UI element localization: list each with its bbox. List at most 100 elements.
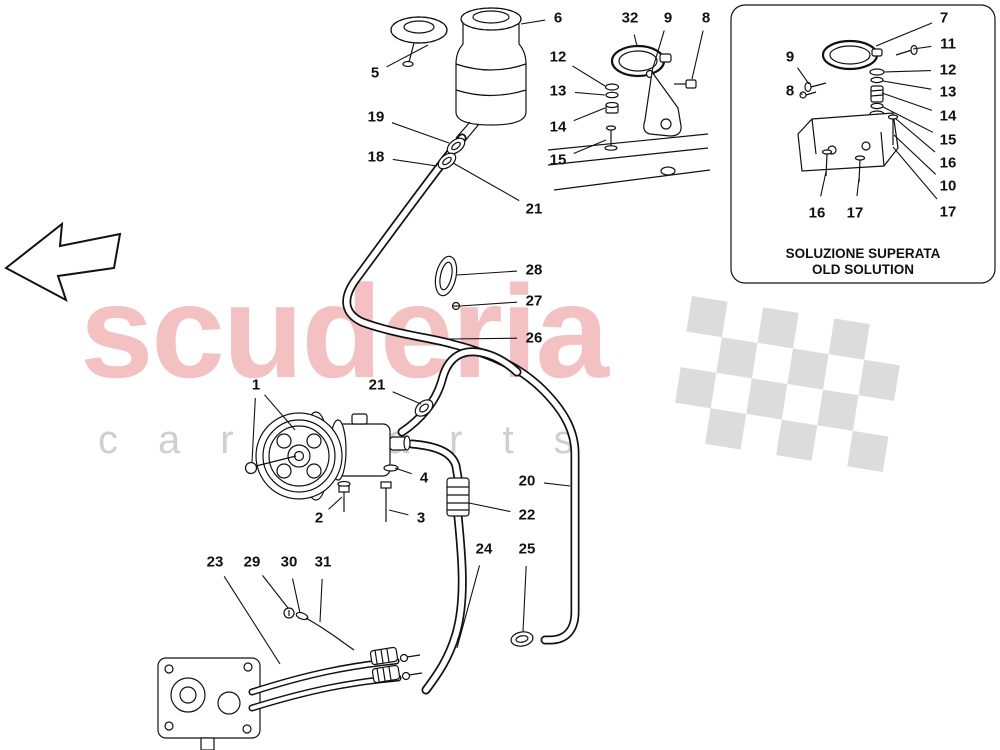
callout-14: 14	[940, 108, 957, 125]
washer-4	[383, 464, 399, 472]
leader-line	[895, 118, 936, 153]
callout-3: 3	[417, 510, 425, 527]
callout-21: 21	[369, 377, 386, 394]
steering-unit	[157, 657, 261, 750]
leader-line	[522, 565, 527, 633]
callout-5: 5	[371, 65, 379, 82]
callout-2: 2	[315, 510, 323, 527]
leader-line	[691, 30, 704, 80]
leader-line	[251, 397, 256, 463]
pulley-bolt	[244, 455, 297, 475]
leader-line	[875, 22, 933, 47]
leader-line	[262, 575, 289, 609]
old-solution-caption-line1: SOLUZIONE SUPERATA	[785, 246, 941, 261]
checkered-flag	[675, 296, 900, 473]
callout-12: 12	[550, 49, 567, 66]
leader-line	[394, 467, 412, 475]
callout-21: 21	[526, 201, 543, 218]
unit-hoses	[248, 646, 423, 712]
callout-17: 17	[847, 205, 864, 222]
callout-31: 31	[315, 554, 332, 571]
hose-clamp-21-top	[437, 152, 457, 170]
callout-16: 16	[940, 155, 957, 172]
callout-15: 15	[550, 152, 567, 169]
callout-11: 11	[940, 36, 956, 53]
callout-23: 23	[207, 554, 224, 571]
pressure-hose	[407, 439, 467, 695]
callout-4: 4	[420, 470, 429, 487]
callout-18: 18	[368, 149, 385, 166]
callout-26: 26	[526, 330, 543, 347]
callout-32: 32	[622, 10, 639, 27]
callout-8: 8	[786, 83, 794, 100]
leader-line	[319, 578, 323, 623]
leader-line	[633, 34, 638, 47]
leader-line	[459, 301, 518, 307]
leader-line	[292, 578, 301, 614]
leader-line	[468, 502, 511, 513]
callout-15: 15	[940, 132, 957, 149]
reservoir	[455, 7, 527, 142]
callout-9: 9	[786, 49, 794, 66]
leader-line	[388, 509, 409, 516]
leader-line	[882, 106, 934, 133]
callout-1: 1	[252, 377, 260, 394]
callout-25: 25	[519, 541, 536, 558]
callout-28: 28	[526, 262, 543, 279]
callout-10: 10	[940, 178, 957, 195]
callout-9: 9	[664, 10, 672, 27]
leader-line	[881, 92, 933, 111]
hose-clamp-25	[510, 631, 534, 647]
cable-assembly	[283, 607, 355, 651]
leader-line	[651, 30, 665, 72]
reservoir-bracket	[547, 44, 711, 191]
callout-13: 13	[550, 83, 567, 100]
leader-line	[328, 496, 343, 510]
callout-30: 30	[281, 554, 298, 571]
callout-27: 27	[526, 293, 543, 310]
old-solution-caption: SOLUZIONE SUPERATA OLD SOLUTION	[731, 246, 995, 278]
power-steering-pump	[255, 411, 411, 501]
leader-line	[223, 576, 281, 665]
leader-line	[456, 270, 518, 276]
leader-line	[520, 19, 546, 25]
pump-bolt-3	[380, 481, 392, 522]
callout-22: 22	[519, 507, 536, 524]
leader-line	[392, 391, 422, 405]
leader-line	[543, 482, 571, 487]
leader-line	[264, 394, 296, 431]
leader-line	[883, 69, 932, 73]
suction-hose	[397, 347, 522, 437]
hose-coupling	[446, 477, 470, 517]
leader-line	[820, 171, 827, 197]
old-solution-caption-line2: OLD SOLUTION	[812, 262, 914, 277]
callout-29: 29	[244, 554, 261, 571]
callout-14: 14	[550, 119, 567, 136]
leader-line	[912, 45, 932, 50]
leader-line	[882, 80, 932, 90]
callout-24: 24	[476, 541, 493, 558]
leader-line	[392, 158, 438, 167]
strap-clamp	[434, 255, 461, 311]
leader-line	[572, 65, 606, 87]
leader-line	[386, 44, 429, 68]
callout-12: 12	[940, 62, 957, 79]
callout-6: 6	[554, 10, 562, 27]
pump-bolt-2	[337, 480, 351, 512]
callout-17: 17	[940, 204, 957, 221]
leader-line	[456, 565, 481, 649]
leader-line	[573, 107, 606, 122]
leader-line	[797, 67, 810, 85]
callout-8: 8	[702, 10, 710, 27]
leader-line	[448, 337, 518, 340]
leader-line	[391, 122, 450, 144]
return-hose	[342, 133, 580, 645]
reservoir-cap	[390, 16, 448, 68]
hose-clamp-19	[446, 137, 466, 155]
leader-line	[856, 177, 860, 197]
leader-line	[892, 146, 938, 200]
callout-7: 7	[940, 10, 948, 27]
